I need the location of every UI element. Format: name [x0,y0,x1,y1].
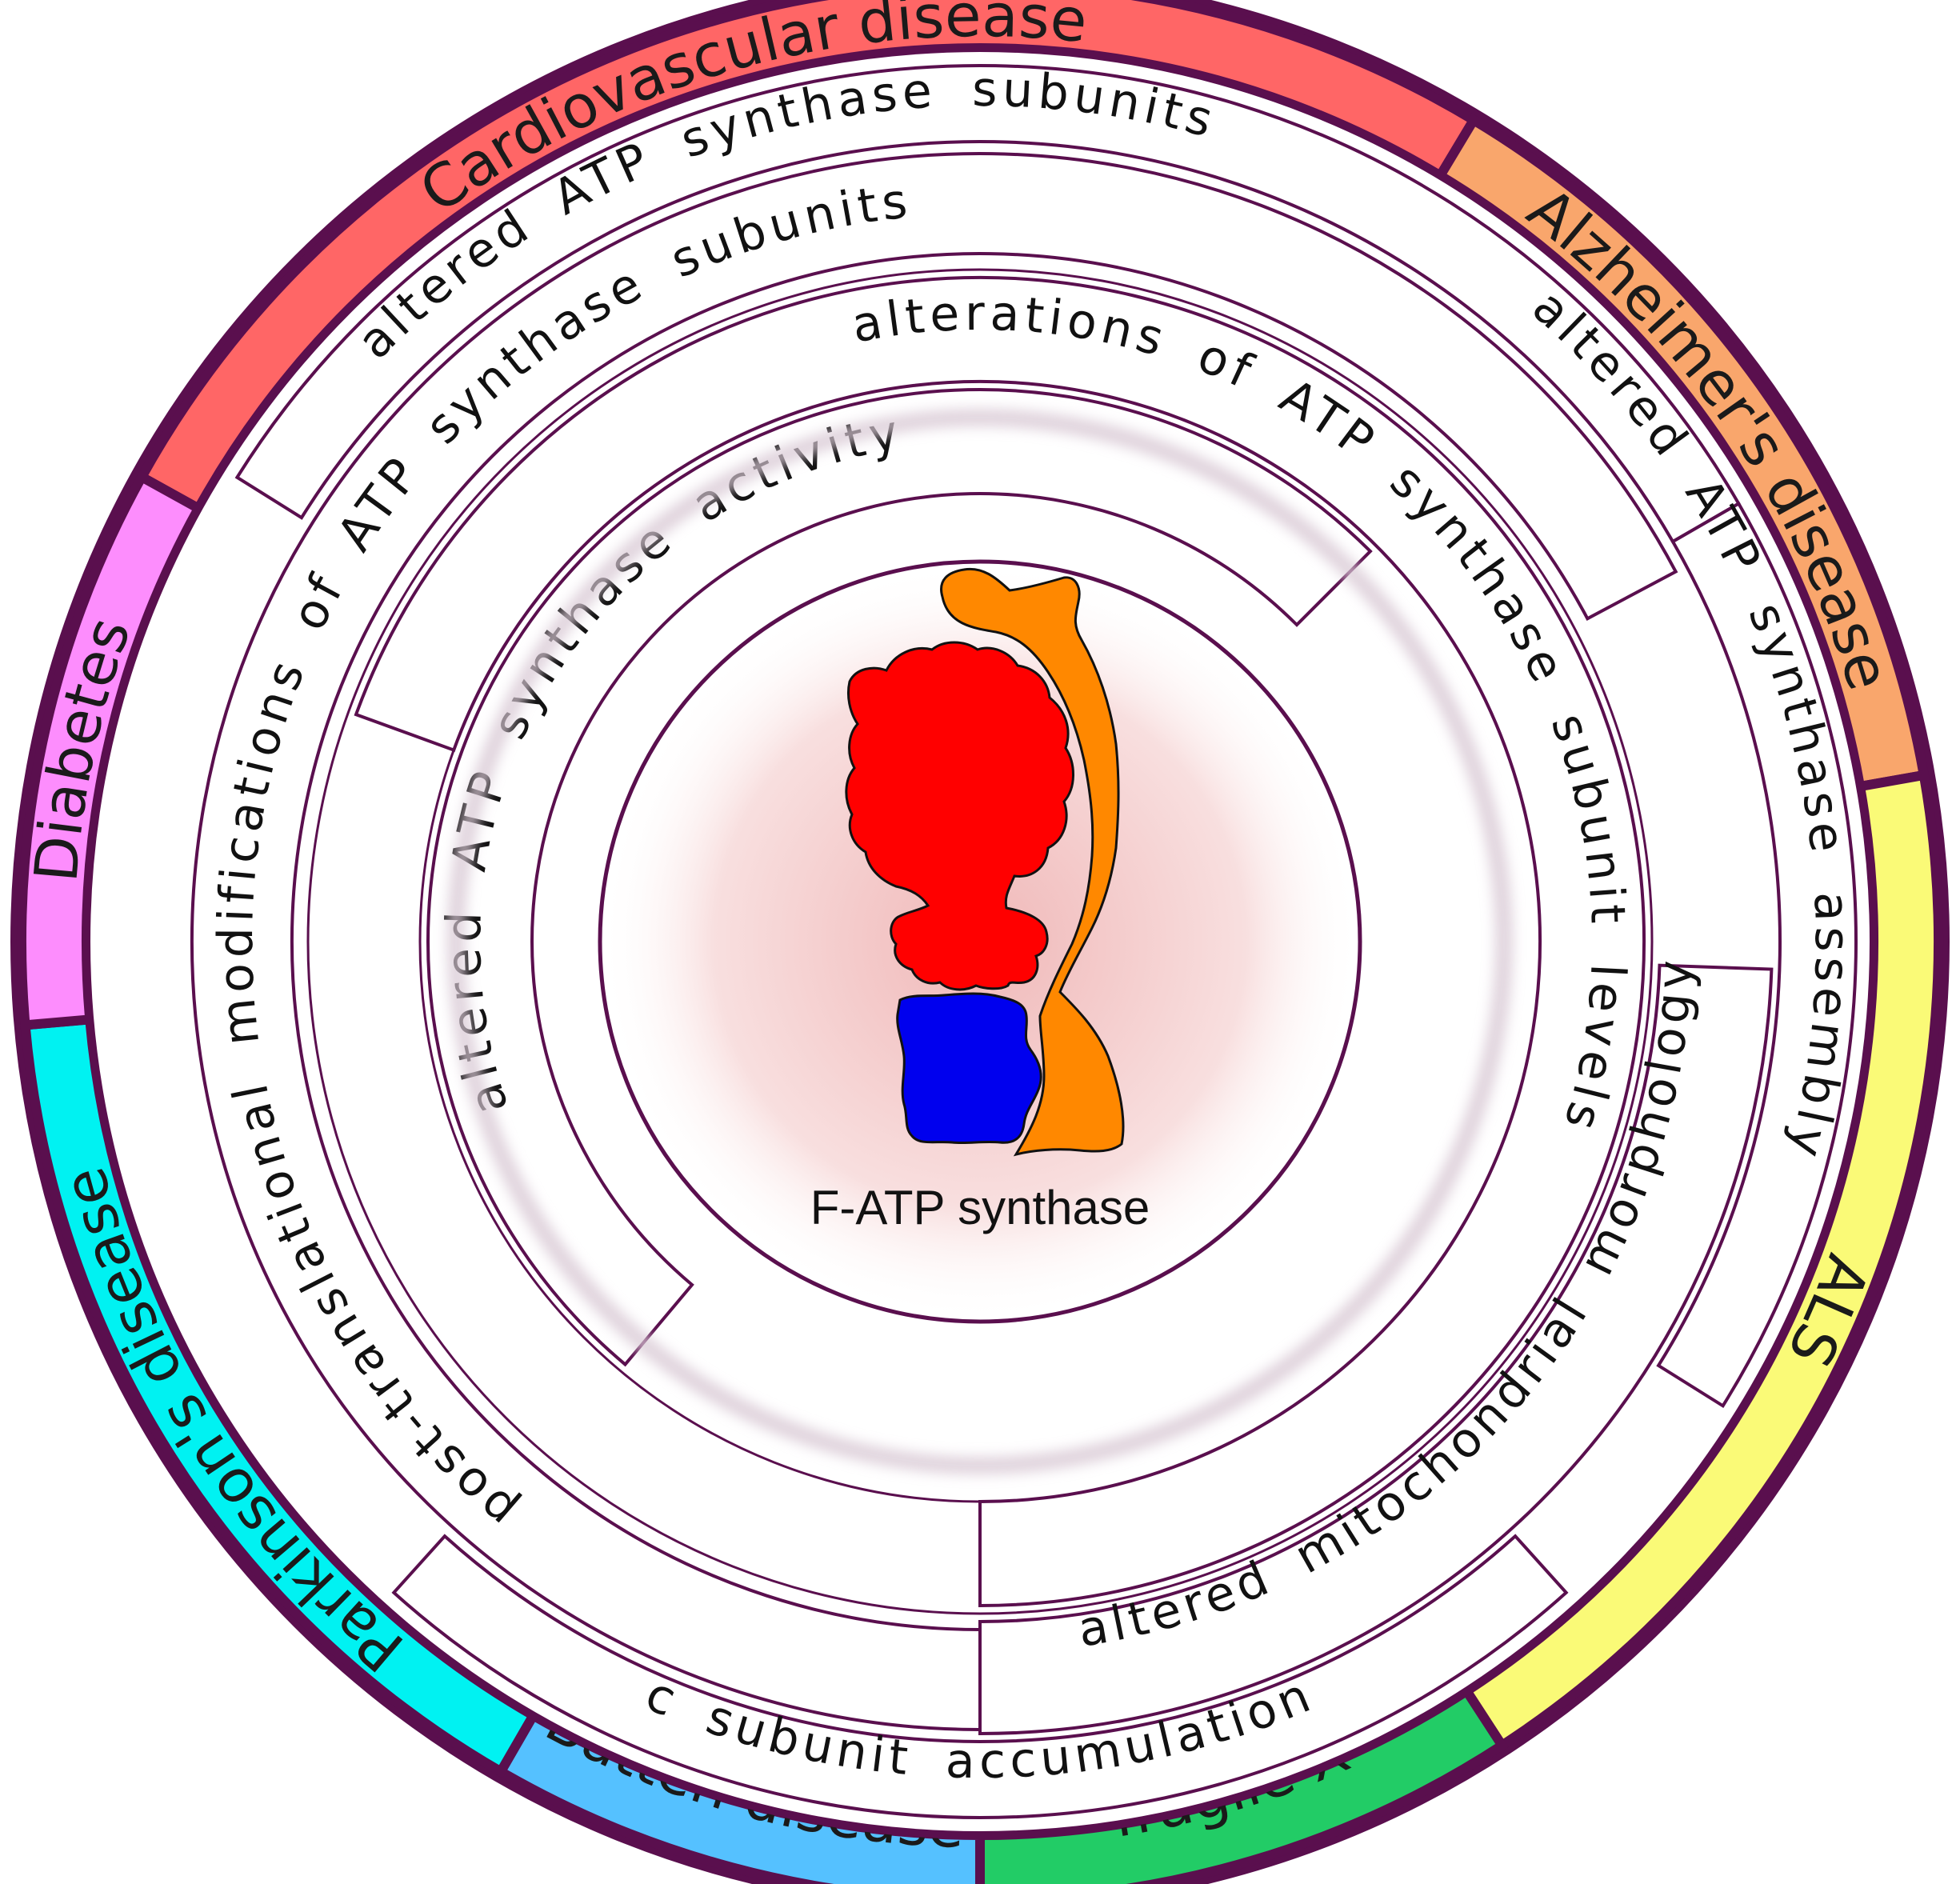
separator-ring-outer [306,268,1654,1615]
mechanism-band-c-subunit [391,1534,1569,1819]
center-label: F-ATP synthase [810,1181,1150,1234]
separator-ring-inner [418,380,1542,1503]
peripheral-stalk-shape [940,567,1125,1157]
inner-shadow-ring [447,409,1513,1474]
mechanism-band-activity [426,387,1373,1367]
mechanism-band-ptm [190,152,1678,1732]
mechanism-band-assembly [1656,501,1858,1409]
mechanism-band-morphology [978,963,1774,1736]
fo-domain-shape [896,992,1042,1145]
f1-head-shape [845,641,1074,991]
f-atp-synthase-illustration [845,567,1125,1157]
